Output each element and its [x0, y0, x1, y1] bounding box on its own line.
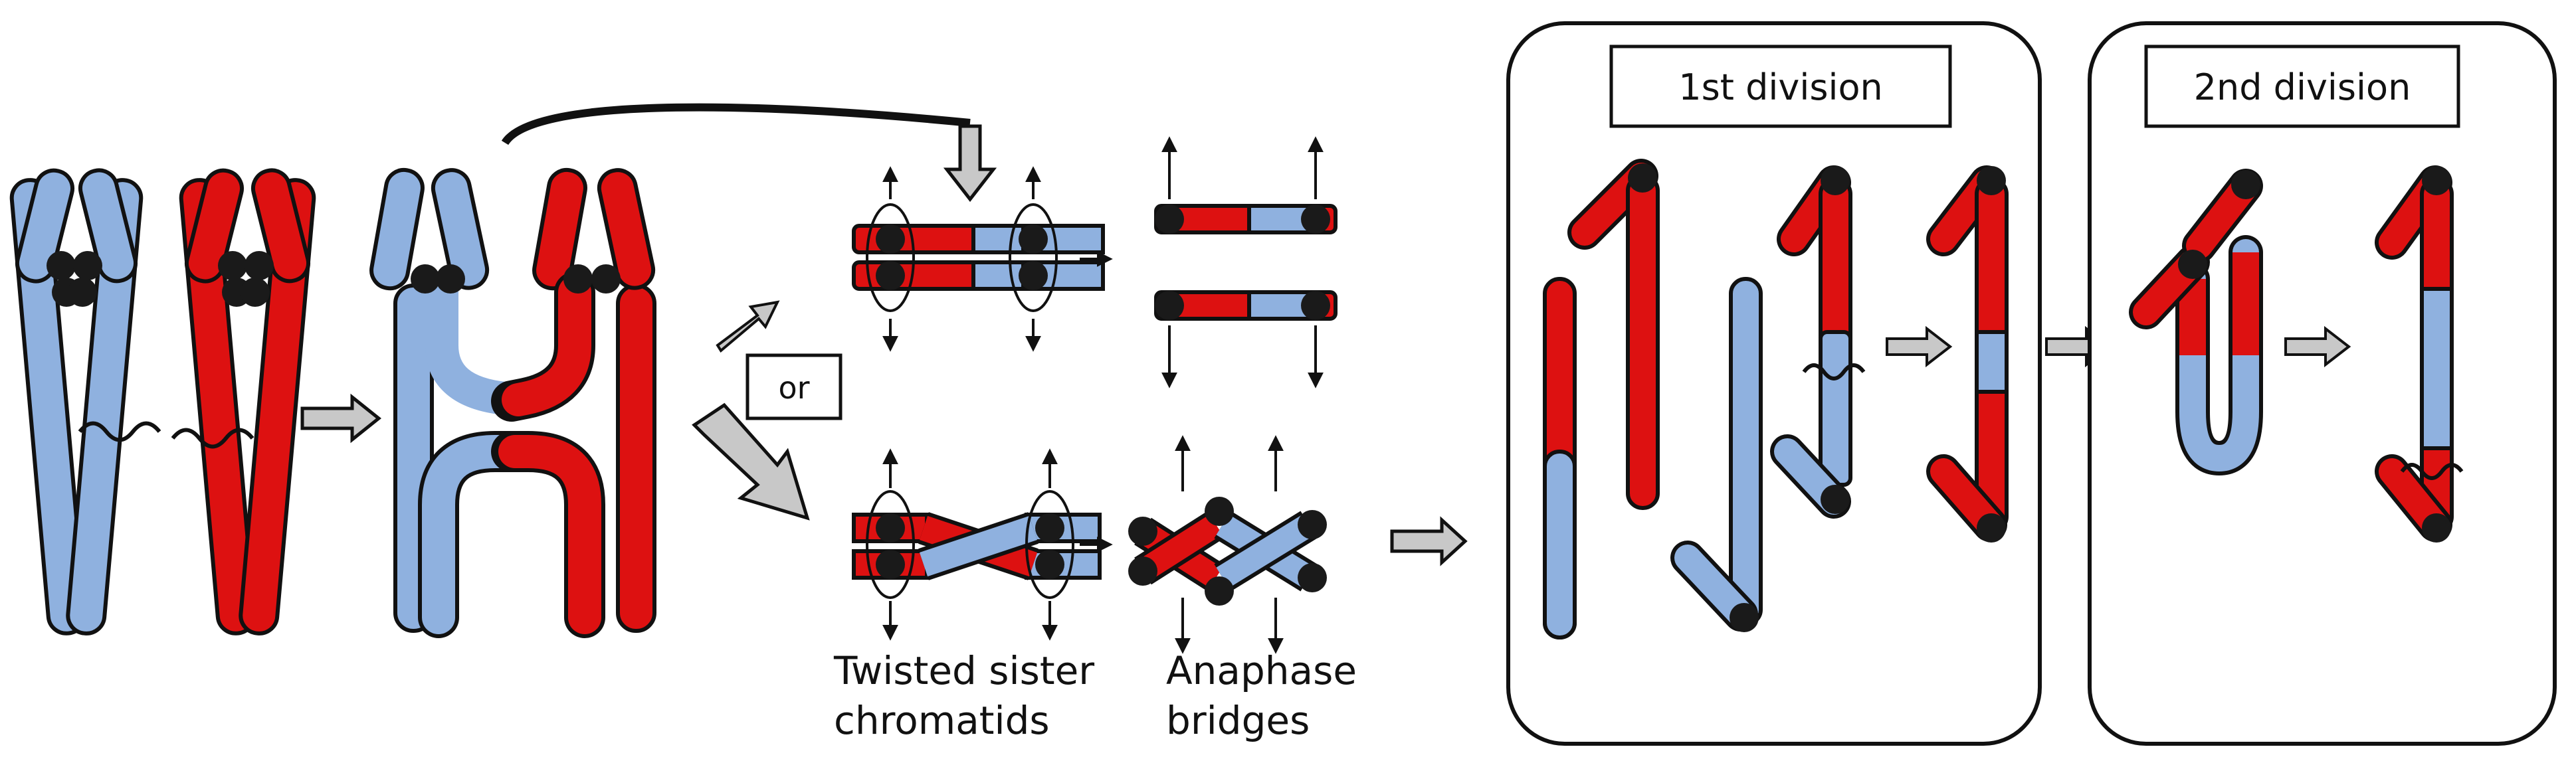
twisted-chromatids [852, 448, 1113, 641]
crossover-chromosomes [369, 167, 656, 638]
parallel-chromatids [852, 166, 1113, 352]
twisted-caption-line1: Twisted sister [833, 648, 1094, 693]
blue-chromosome-left [9, 168, 161, 636]
arrow-1 [300, 393, 382, 444]
second-division-title: 2nd division [2194, 66, 2411, 108]
anaphase-caption-line1: Anaphase [1166, 648, 1357, 693]
first-division-panel: 1st division [1506, 21, 2042, 746]
branch-arrow-down [692, 402, 810, 521]
or-label: or [778, 370, 809, 406]
twisted-caption-line2: chromatids [834, 698, 1050, 743]
red-chromosome-left [171, 168, 316, 636]
first-division-title: 1st division [1678, 66, 1882, 108]
or-box: or [745, 353, 842, 420]
separated-chromatids [1154, 136, 1338, 388]
anaphase-bridges [1128, 435, 1327, 654]
branch-arrow-up [716, 300, 780, 353]
arrow-to-division [1390, 516, 1468, 566]
second-division-panel: 2nd division [2088, 21, 2557, 746]
curved-arrow [501, 103, 997, 203]
anaphase-caption-line2: bridges [1166, 698, 1310, 743]
